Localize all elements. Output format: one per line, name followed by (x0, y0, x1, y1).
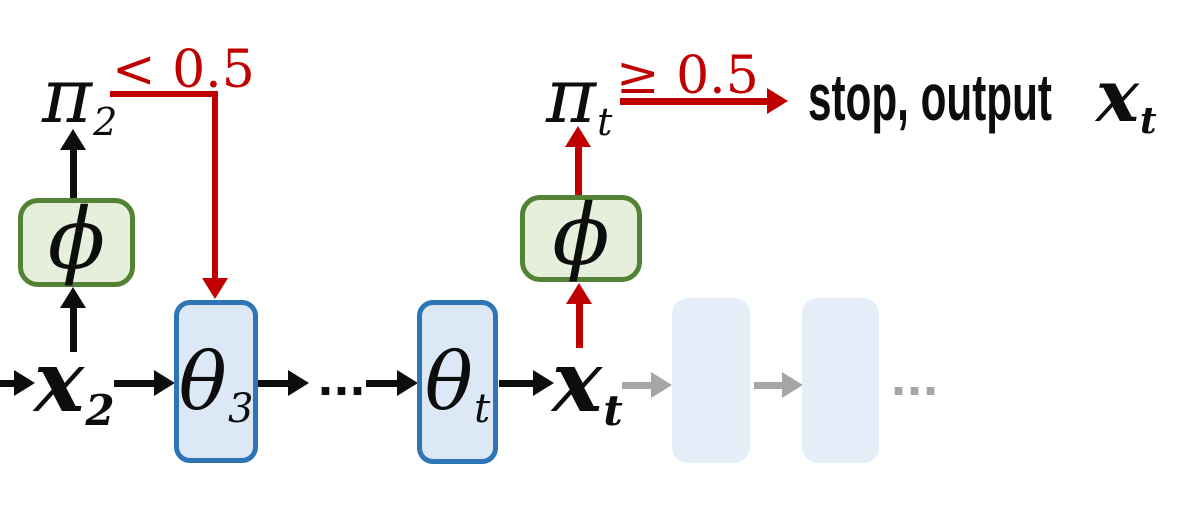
stop-output-label: stop, output (808, 60, 1052, 134)
stop-output-var: xt (1096, 60, 1157, 139)
theta3-node: θ3 (174, 300, 258, 463)
phi-left-label: ϕ (47, 189, 106, 288)
xt-label: xt (552, 340, 623, 432)
phi-node-left: ϕ (18, 189, 135, 288)
thetat-symbol: θ (424, 335, 473, 428)
stop-var-symbol: x (1096, 53, 1139, 138)
stop-var-subscript: t (1140, 99, 1157, 142)
xt-symbol: x (552, 332, 603, 431)
x2-label: x2 (34, 340, 115, 432)
pit-subscript: t (597, 99, 613, 144)
pit-label: πt (546, 58, 612, 141)
future-node-1 (672, 298, 750, 463)
x2-symbol: x (34, 332, 85, 431)
phi-right-label: ϕ (552, 185, 610, 284)
thetat-node: θt (417, 300, 498, 464)
pi2-subscript: 2 (93, 99, 118, 144)
future-ellipsis: ... (891, 347, 940, 407)
ge-threshold-label: ≥ 0.5 (616, 46, 759, 106)
phi-node-right: ϕ (520, 185, 642, 284)
lt-threshold-label: < 0.5 (112, 40, 255, 100)
x2-subscript: 2 (85, 385, 115, 435)
theta3-symbol: θ (178, 334, 227, 428)
thetat-subscript: t (474, 386, 491, 433)
xt-subscript: t (603, 385, 623, 435)
pit-symbol: π (546, 51, 596, 140)
theta3-subscript: 3 (227, 385, 254, 432)
pi2-symbol: π (42, 51, 92, 140)
thetat-label: θt (422, 305, 493, 459)
theta3-label: θ3 (178, 305, 254, 458)
mid-ellipsis: ... (318, 347, 367, 407)
future-node-2 (802, 298, 879, 463)
pi2-label: π2 (42, 58, 117, 141)
pi2-branch-line (110, 91, 217, 97)
